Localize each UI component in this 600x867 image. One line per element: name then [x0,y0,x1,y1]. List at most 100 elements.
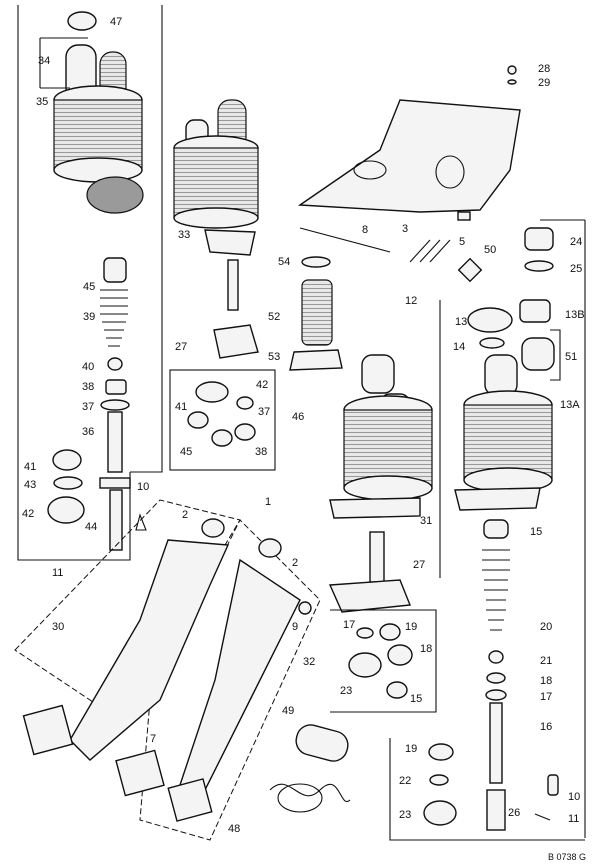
clevis-pin [547,774,559,796]
callout-17: 17 [343,619,355,631]
small-seal [379,623,401,641]
callout-13: 13 [455,316,467,328]
o-ring [479,337,505,349]
bellows-sleeve [301,279,333,346]
cylinder-bottom [343,475,433,501]
washer [507,79,517,85]
piston-cup [485,689,507,701]
spring-cap [103,257,127,283]
seal-ring [301,256,331,268]
callout-8: 8 [362,224,368,236]
callout-23: 23 [340,685,352,697]
filler-cap [361,354,395,394]
group-border-line [389,738,585,841]
piston-washer [386,681,408,699]
callout-42: 42 [22,508,34,520]
callout-39: 39 [83,311,95,323]
callout-13a: 13A [560,399,580,411]
gasket [328,579,411,613]
callout-13b: 13B [565,309,585,321]
callout-30: 30 [52,621,64,633]
filler-cap [67,11,97,31]
clutch-pedal-arm [69,539,230,761]
lock-nut [457,257,483,283]
small-seal [187,411,209,429]
cylinder-body [463,404,553,481]
bracket-hole [353,160,387,180]
callout-labels: 47 34 35 45 39 40 38 37 36 41 43 42 44 1… [22,16,586,862]
callout-15b: 15 [530,526,542,538]
callout-10b: 10 [568,791,580,803]
brake-pedal-pad [115,749,165,797]
group-border-line [130,5,163,473]
cylinder-body [343,409,433,489]
callout-10: 10 [137,481,149,493]
piston-seal [348,652,382,678]
callout-21: 21 [540,655,552,667]
reservoir-body [484,354,518,396]
callout-16: 16 [540,721,552,733]
clutch-master-cylinder-group [17,5,163,561]
mounting-flange [454,487,541,511]
leader-bracket [39,37,88,89]
callout-14: 14 [453,341,465,353]
drawing-code: B 0738 G [548,852,586,862]
callout-19: 19 [405,621,417,633]
mounting-flange [204,229,256,256]
kit-box [169,369,276,471]
spring-cap [387,644,413,666]
callout-53: 53 [268,351,280,363]
callout-43: 43 [24,479,36,491]
callout-38: 38 [82,381,94,393]
pedal-group [14,499,321,841]
sleeve [295,724,349,762]
return-spring [100,289,128,347]
washer [524,260,554,272]
callout-41: 41 [24,461,36,473]
callout-35: 35 [36,96,48,108]
piston-washer [234,423,256,441]
cap [467,307,513,333]
filler-cap [524,227,554,251]
piston-washer [486,672,506,684]
callout-3: 3 [402,223,408,235]
callout-40: 40 [82,361,94,373]
callout-42b: 42 [256,379,268,391]
callout-48: 48 [228,823,240,835]
callout-25: 25 [570,263,582,275]
nut [507,65,517,75]
gasket [213,324,259,359]
split-pin [534,813,551,821]
bracket-hole [435,155,465,189]
callout-45: 45 [83,281,95,293]
push-rod [369,531,385,583]
clevis-pin [135,513,147,531]
callout-2: 2 [182,509,188,521]
o-ring [429,774,449,786]
callout-33: 33 [178,229,190,241]
mounting-flange [86,176,144,214]
callout-31: 31 [420,515,432,527]
pivot-bush [258,538,282,558]
callout-27: 27 [175,341,187,353]
callout-26: 26 [508,807,520,819]
right-cylinder-group [389,219,586,841]
brake-master-cylinder-group [169,99,343,471]
callout-45b: 45 [180,446,192,458]
kit-box [330,609,437,713]
mounting-flange [329,497,421,519]
callout-41b: 41 [175,401,187,413]
cylinder-bottom [173,207,259,229]
callout-37b: 37 [258,406,270,418]
o-ring [53,476,83,490]
spring-clip [269,783,351,803]
callout-19b: 19 [405,743,417,755]
pedal-pad [167,778,213,822]
callout-18: 18 [420,643,432,655]
callout-1: 1 [265,496,271,508]
callout-27b: 27 [413,559,425,571]
callout-23b: 23 [399,809,411,821]
callout-38b: 38 [255,446,267,458]
piston-cup [100,399,130,411]
